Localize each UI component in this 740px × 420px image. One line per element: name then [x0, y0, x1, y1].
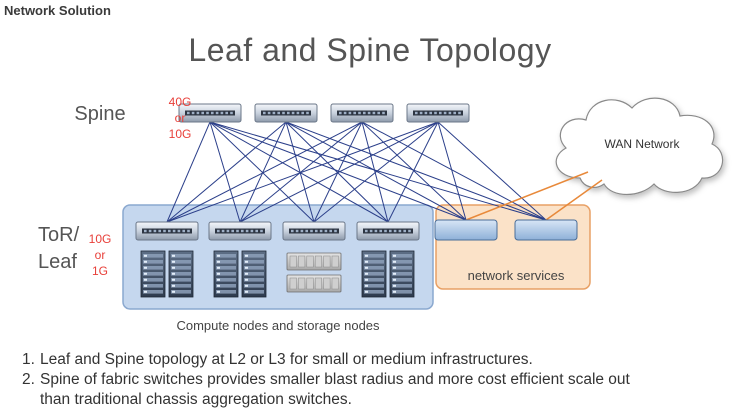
fabric-links [166, 121, 603, 223]
note-number: 2. [22, 371, 35, 388]
network-service-device-icon [514, 219, 578, 241]
fabric-link [387, 121, 439, 223]
fabric-link [166, 121, 211, 223]
fabric-link [361, 121, 389, 223]
leaf-switch-icon [135, 221, 199, 241]
spine-switch-icon [178, 103, 242, 123]
leaf-switch-icon [282, 221, 346, 241]
spine-switch-icon [254, 103, 318, 123]
note-item: 1. Leaf and Spine topology at L2 or L3 f… [22, 350, 640, 370]
note-number: 1. [22, 351, 35, 368]
spine-label: Spine [74, 103, 125, 125]
server-rack-icon [213, 250, 239, 298]
leaf-speed-line-3: 1G [92, 264, 108, 278]
fabric-link [285, 121, 467, 221]
note-item: 2. Spine of fabric switches provides sma… [22, 370, 640, 410]
server-rack-icon [389, 250, 415, 298]
header-label: Network Solution [4, 3, 111, 18]
server-rack-icon [168, 250, 194, 298]
fabric-link [437, 121, 467, 221]
leaf-label-line1: ToR/ [38, 224, 80, 246]
fabric-link [313, 121, 439, 223]
wan-link [545, 179, 603, 221]
fabric-link [239, 121, 363, 223]
compute-storage-label: Compute nodes and storage nodes [176, 318, 380, 333]
fabric-link [166, 121, 363, 223]
spine-switch-icon [406, 103, 470, 123]
server-rack-icon [241, 250, 267, 298]
wan-cloud [555, 97, 724, 196]
fabric-link [239, 121, 439, 223]
fabric-link [209, 121, 315, 223]
spine-speed-line-3: 10G [169, 127, 192, 141]
storage-shelf-icon [286, 274, 342, 293]
leaf-label-line2: Leaf [38, 251, 77, 273]
fabric-link [209, 121, 241, 223]
fabric-link [166, 121, 439, 223]
fabric-link [285, 121, 315, 223]
network-nodes [135, 103, 578, 298]
spine-speed-line-1: 40G [169, 95, 192, 109]
network-services-label: network services [468, 268, 565, 283]
compute-storage-group [122, 204, 434, 310]
network-service-device-icon [434, 219, 498, 241]
fabric-link [285, 121, 389, 223]
fabric-link [209, 121, 389, 223]
leaf-switch-icon [208, 221, 272, 241]
server-rack-icon [361, 250, 387, 298]
server-rack-icon [140, 250, 166, 298]
fabric-link [239, 121, 287, 223]
fabric-link [437, 121, 547, 221]
diagram-title: Leaf and Spine Topology [188, 32, 552, 68]
fabric-link [166, 121, 287, 223]
leaf-switch-icon [356, 221, 420, 241]
storage-shelf-icon [286, 252, 342, 271]
notes-list: 1. Leaf and Spine topology at L2 or L3 f… [22, 350, 640, 410]
wan-link [465, 171, 589, 221]
spine-speed-line-2: or [175, 111, 186, 125]
leaf-speed-line-1: 10G [89, 232, 112, 246]
wan-network-label: WAN Network [605, 137, 681, 151]
note-text: Spine of fabric switches provides smalle… [40, 371, 630, 408]
note-text: Leaf and Spine topology at L2 or L3 for … [40, 351, 533, 368]
spine-switch-icon [330, 103, 394, 123]
leaf-speed-line-2: or [95, 248, 106, 262]
